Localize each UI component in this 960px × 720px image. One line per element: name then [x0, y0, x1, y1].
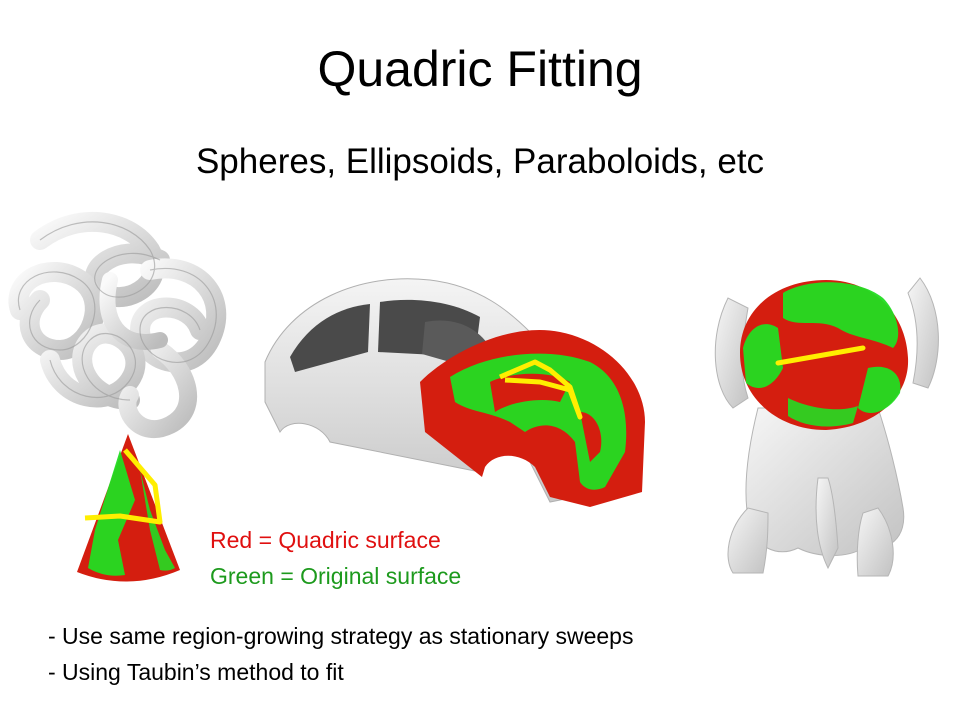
bullet-list: - Use same region-growing strategy as st…: [48, 618, 633, 690]
creature-highlight-curve: [775, 345, 866, 366]
knot-cone-figure: [8, 211, 227, 582]
color-legend: Red = Quadric surface Green = Original s…: [210, 522, 461, 594]
creature-figure: [714, 277, 939, 577]
car-highlight-curve: [499, 359, 583, 420]
car-figure: [264, 278, 645, 507]
creature-mesh: [714, 277, 939, 577]
legend-quadric: Red = Quadric surface: [210, 527, 441, 553]
legend-original: Green = Original surface: [210, 563, 462, 589]
cone-highlight-curve: [84, 448, 163, 525]
slide-title: Quadric Fitting: [317, 41, 643, 97]
creature-original-surface: [783, 282, 899, 348]
car-window-rear: [290, 304, 370, 372]
bullet-item: - Use same region-growing strategy as st…: [48, 623, 634, 649]
bullet-item: - Using Taubin’s method to fit: [48, 659, 344, 685]
cone-original-surface: [88, 450, 135, 576]
slide-subtitle: Spheres, Ellipsoids, Paraboloids, etc: [195, 142, 765, 181]
